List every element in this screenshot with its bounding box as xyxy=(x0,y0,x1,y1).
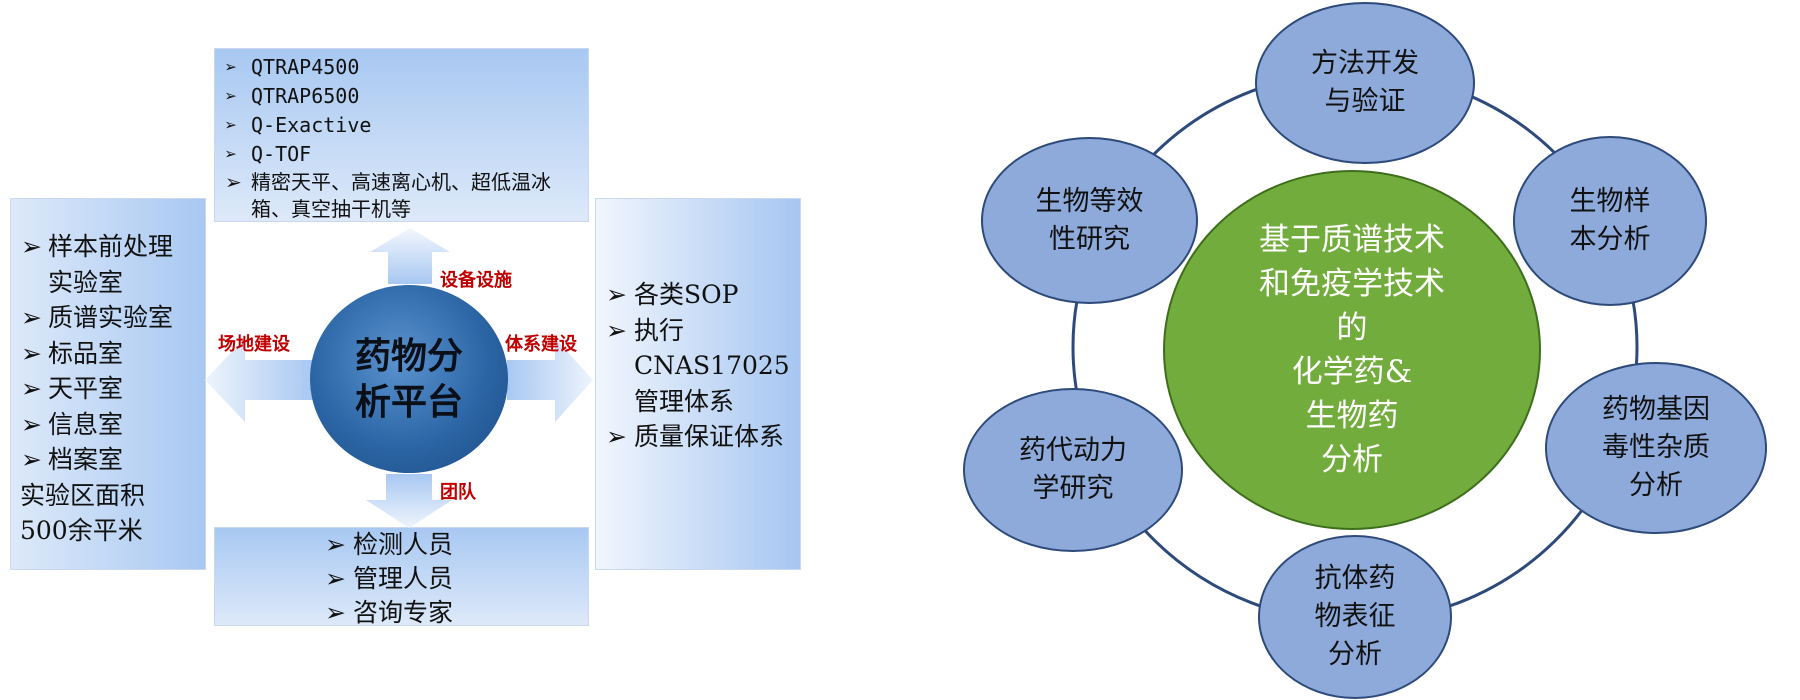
node-bio-sample-analysis: 生物样 本分析 xyxy=(1513,136,1707,306)
venue-item: 信息室 xyxy=(21,407,191,443)
team-item: 咨询专家 xyxy=(325,596,588,630)
node-method-development: 方法开发 与验证 xyxy=(1255,2,1475,164)
node-label: 生物等效 性研究 xyxy=(1035,185,1144,255)
node-pharmacokinetics: 药代动力 学研究 xyxy=(963,388,1183,552)
team-panel: 检测人员 管理人员 咨询专家 xyxy=(214,527,589,630)
node-label: 药物基因 毒性杂质 分析 xyxy=(1602,394,1710,501)
equipment-item: 精密天平、高速离心机、超低温冰箱、真空抽干机等 xyxy=(225,169,588,223)
equipment-item: Q-TOF xyxy=(225,140,588,169)
analysis-hub-label: 基于质谱技术 和免疫学技术 的 化学药& 生物药 分析 xyxy=(1259,222,1445,478)
equipment-caption: 设备设施 xyxy=(440,270,512,291)
arrow-down-icon xyxy=(366,474,452,528)
venue-item: 标品室 xyxy=(21,336,191,372)
node-label: 抗体药 物表征 分析 xyxy=(1314,563,1396,670)
venue-panel: 样本前处理实验室 质谱实验室 标品室 天平室 信息室 档案室 实验区面积500余… xyxy=(10,198,206,570)
node-label: 生物样 本分析 xyxy=(1569,186,1651,255)
equipment-item: QTRAP4500 xyxy=(225,53,588,82)
equipment-panel: QTRAP4500 QTRAP6500 Q-Exactive Q-TOF 精密天… xyxy=(214,48,589,222)
system-item: 各类SOP xyxy=(606,277,796,313)
venue-item: 档案室 xyxy=(21,442,191,478)
platform-center: 药物分 析平台 xyxy=(310,285,508,473)
node-antibody-characterization: 抗体药 物表征 分析 xyxy=(1258,535,1452,699)
venue-caption: 场地建设 xyxy=(218,334,290,355)
system-item: 执行CNAS17025管理体系 xyxy=(606,313,790,420)
venue-area-note: 实验区面积500余平米 xyxy=(20,480,146,546)
team-caption: 团队 xyxy=(440,482,476,503)
platform-center-label: 药物分 析平台 xyxy=(354,335,463,423)
equipment-item: Q-Exactive xyxy=(225,111,588,140)
arrow-right-icon xyxy=(507,338,593,422)
system-panel: 各类SOP 执行CNAS17025管理体系 质量保证体系 xyxy=(595,198,801,570)
venue-item: 质谱实验室 xyxy=(21,300,191,336)
equipment-item: QTRAP6500 xyxy=(225,82,588,111)
node-bioequivalence: 生物等效 性研究 xyxy=(981,137,1198,304)
node-genotoxic-impurity: 药物基因 毒性杂质 分析 xyxy=(1545,362,1767,534)
arrow-up-icon xyxy=(370,228,450,284)
venue-item: 天平室 xyxy=(21,371,191,407)
system-item: 质量保证体系 xyxy=(606,419,784,455)
arrow-left-icon xyxy=(205,338,313,422)
team-item: 检测人员 xyxy=(325,528,588,562)
analysis-hub: 基于质谱技术 和免疫学技术 的 化学药& 生物药 分析 xyxy=(1163,170,1541,530)
team-item: 管理人员 xyxy=(325,562,588,596)
system-caption: 体系建设 xyxy=(505,334,577,355)
node-label: 药代动力 学研究 xyxy=(1019,435,1127,504)
node-label: 方法开发 与验证 xyxy=(1311,48,1419,117)
venue-item: 样本前处理实验室 xyxy=(21,229,190,300)
